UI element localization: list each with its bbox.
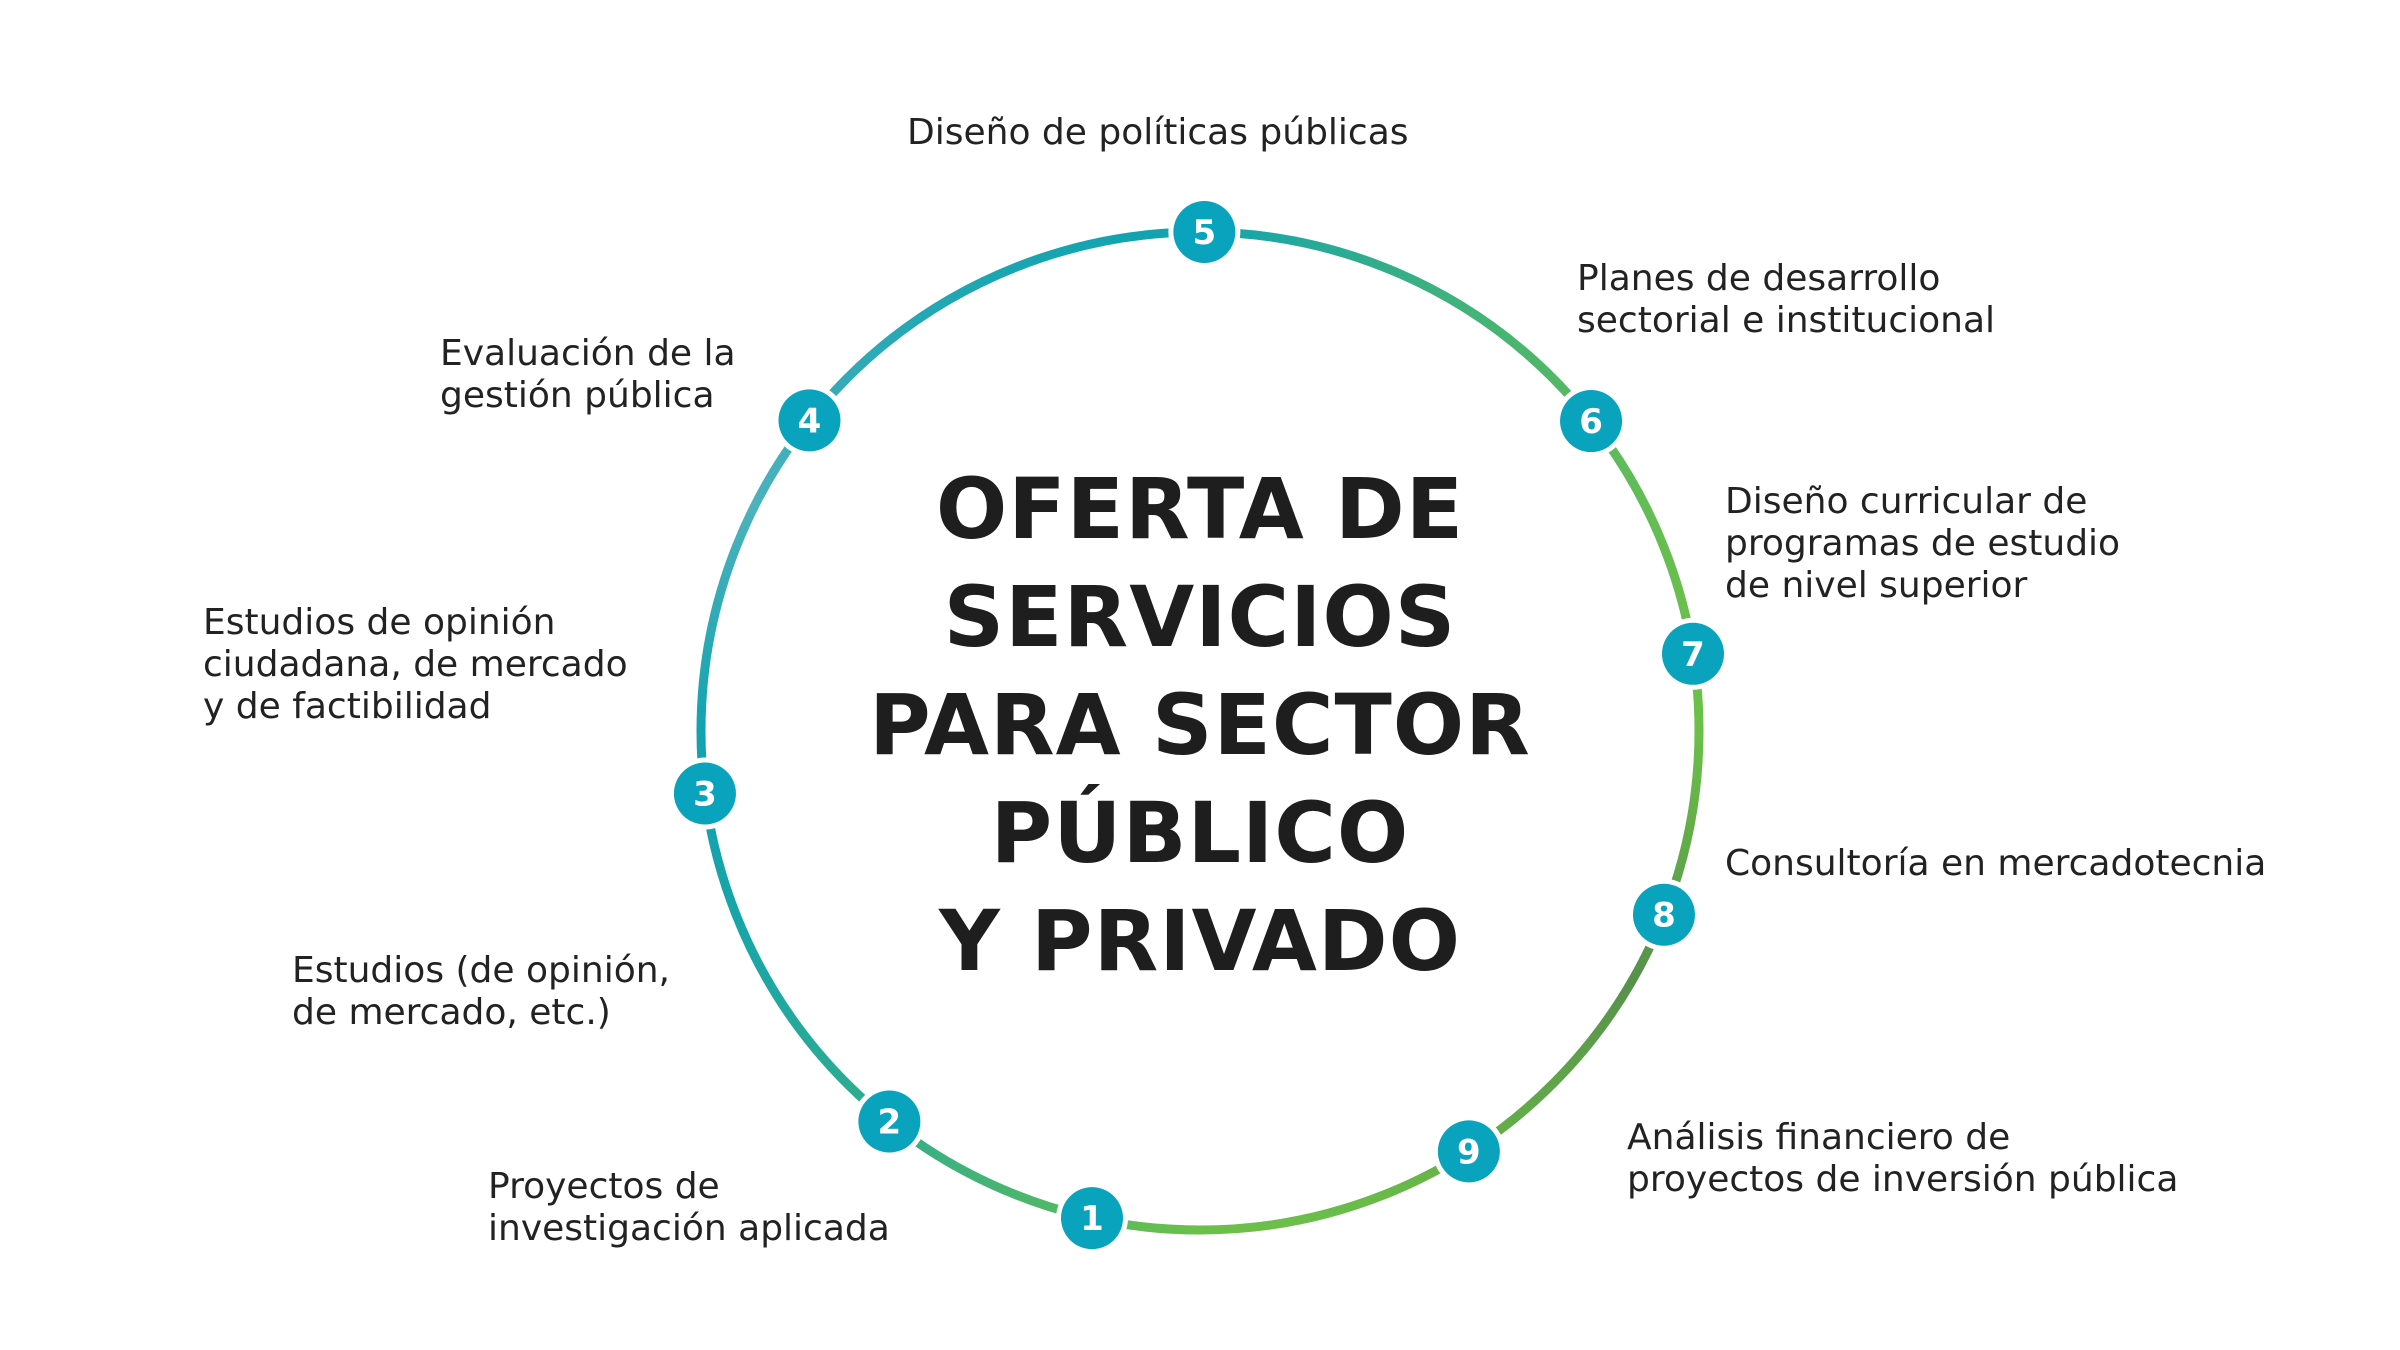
node-8-marker: 8 (1627, 878, 1700, 951)
label-line: Planes de desarrollo (1577, 258, 1941, 299)
node-number: 9 (1457, 1132, 1481, 1172)
node-circle (1632, 883, 1695, 946)
label-line: Diseño de políticas públicas (907, 112, 1409, 153)
node-number: 1 (1080, 1199, 1104, 1239)
node-circle (1560, 390, 1623, 453)
node-circle (1061, 1187, 1123, 1250)
label-line: Diseño curricular de (1725, 481, 2088, 522)
node-7-label: Diseño curricular de programas de estudi… (1725, 481, 2120, 607)
node-5-marker: 5 (1168, 196, 1241, 269)
node-1-label: Proyectos de investigación aplicada (488, 1166, 890, 1250)
node-7-marker: 7 (1656, 617, 1729, 690)
label-line: Consultoría en mercadotecnia (1725, 843, 2267, 884)
ring-arc (1195, 227, 1704, 736)
node-9-label: Análisis financiero de proyectos de inve… (1627, 1117, 2178, 1201)
node-circle (778, 389, 841, 452)
label-line: de nivel superior (1725, 565, 2028, 606)
title-line: PARA SECTOR (869, 676, 1531, 774)
node-number: 4 (798, 401, 822, 441)
node-number: 5 (1193, 213, 1217, 253)
node-circle (1661, 622, 1724, 685)
label-line: de mercado, etc.) (292, 992, 611, 1033)
node-3-label: Estudios de opinión ciudadana, de mercad… (203, 602, 628, 728)
node-circle (673, 762, 736, 825)
node-6-marker: 6 (1555, 385, 1628, 458)
nodes-layer: 1 2 3 4 5 6 7 8 9 (668, 196, 1729, 1255)
label-line: y de factibilidad (203, 686, 492, 727)
label-line: gestión pública (440, 375, 715, 416)
ring-arc (696, 227, 1205, 736)
node-circle (858, 1090, 921, 1153)
node-4-marker: 4 (773, 384, 846, 457)
node-5-label: Diseño de políticas públicas (907, 112, 1409, 154)
label-line: Estudios (de opinión, (292, 950, 670, 991)
node-6-label: Planes de desarrollo sectorial e institu… (1577, 258, 1995, 342)
node-3-marker: 3 (668, 757, 741, 830)
node-8-label: Consultoría en mercadotecnia (1725, 843, 2266, 885)
node-1-marker: 1 (1056, 1182, 1128, 1255)
node-number: 3 (693, 775, 717, 815)
title-line: OFERTA DE (935, 460, 1465, 558)
diagram-title: OFERTA DE SERVICIOS PARA SECTOR PÚBLICO … (800, 455, 1600, 995)
node-number: 7 (1681, 635, 1705, 675)
label-line: Estudios de opinión (203, 602, 556, 643)
label-line: Proyectos de (488, 1166, 720, 1207)
label-line: proyectos de inversión pública (1627, 1159, 2179, 1200)
label-line: Evaluación de la (440, 333, 736, 374)
node-2-label: Estudios (de opinión, de mercado, etc.) (292, 950, 670, 1034)
label-line: programas de estudio (1725, 523, 2121, 564)
title-line: PÚBLICO (990, 784, 1410, 882)
label-line: ciudadana, de mercado (203, 644, 628, 685)
node-2-marker: 2 (853, 1085, 926, 1158)
node-number: 6 (1579, 402, 1603, 442)
label-line: sectorial e institucional (1577, 300, 1996, 341)
node-number: 2 (878, 1103, 902, 1143)
label-line: Análisis financiero de (1627, 1117, 2011, 1158)
label-line: investigación aplicada (488, 1208, 890, 1249)
node-circle (1173, 201, 1236, 264)
title-line: Y PRIVADO (938, 892, 1462, 990)
node-9-marker: 9 (1432, 1115, 1505, 1188)
ring-arc (1195, 726, 1704, 1235)
node-circle (1437, 1120, 1500, 1183)
node-number: 8 (1652, 896, 1676, 936)
title-line: SERVICIOS (943, 568, 1457, 666)
node-4-label: Evaluación de la gestión pública (440, 333, 736, 417)
